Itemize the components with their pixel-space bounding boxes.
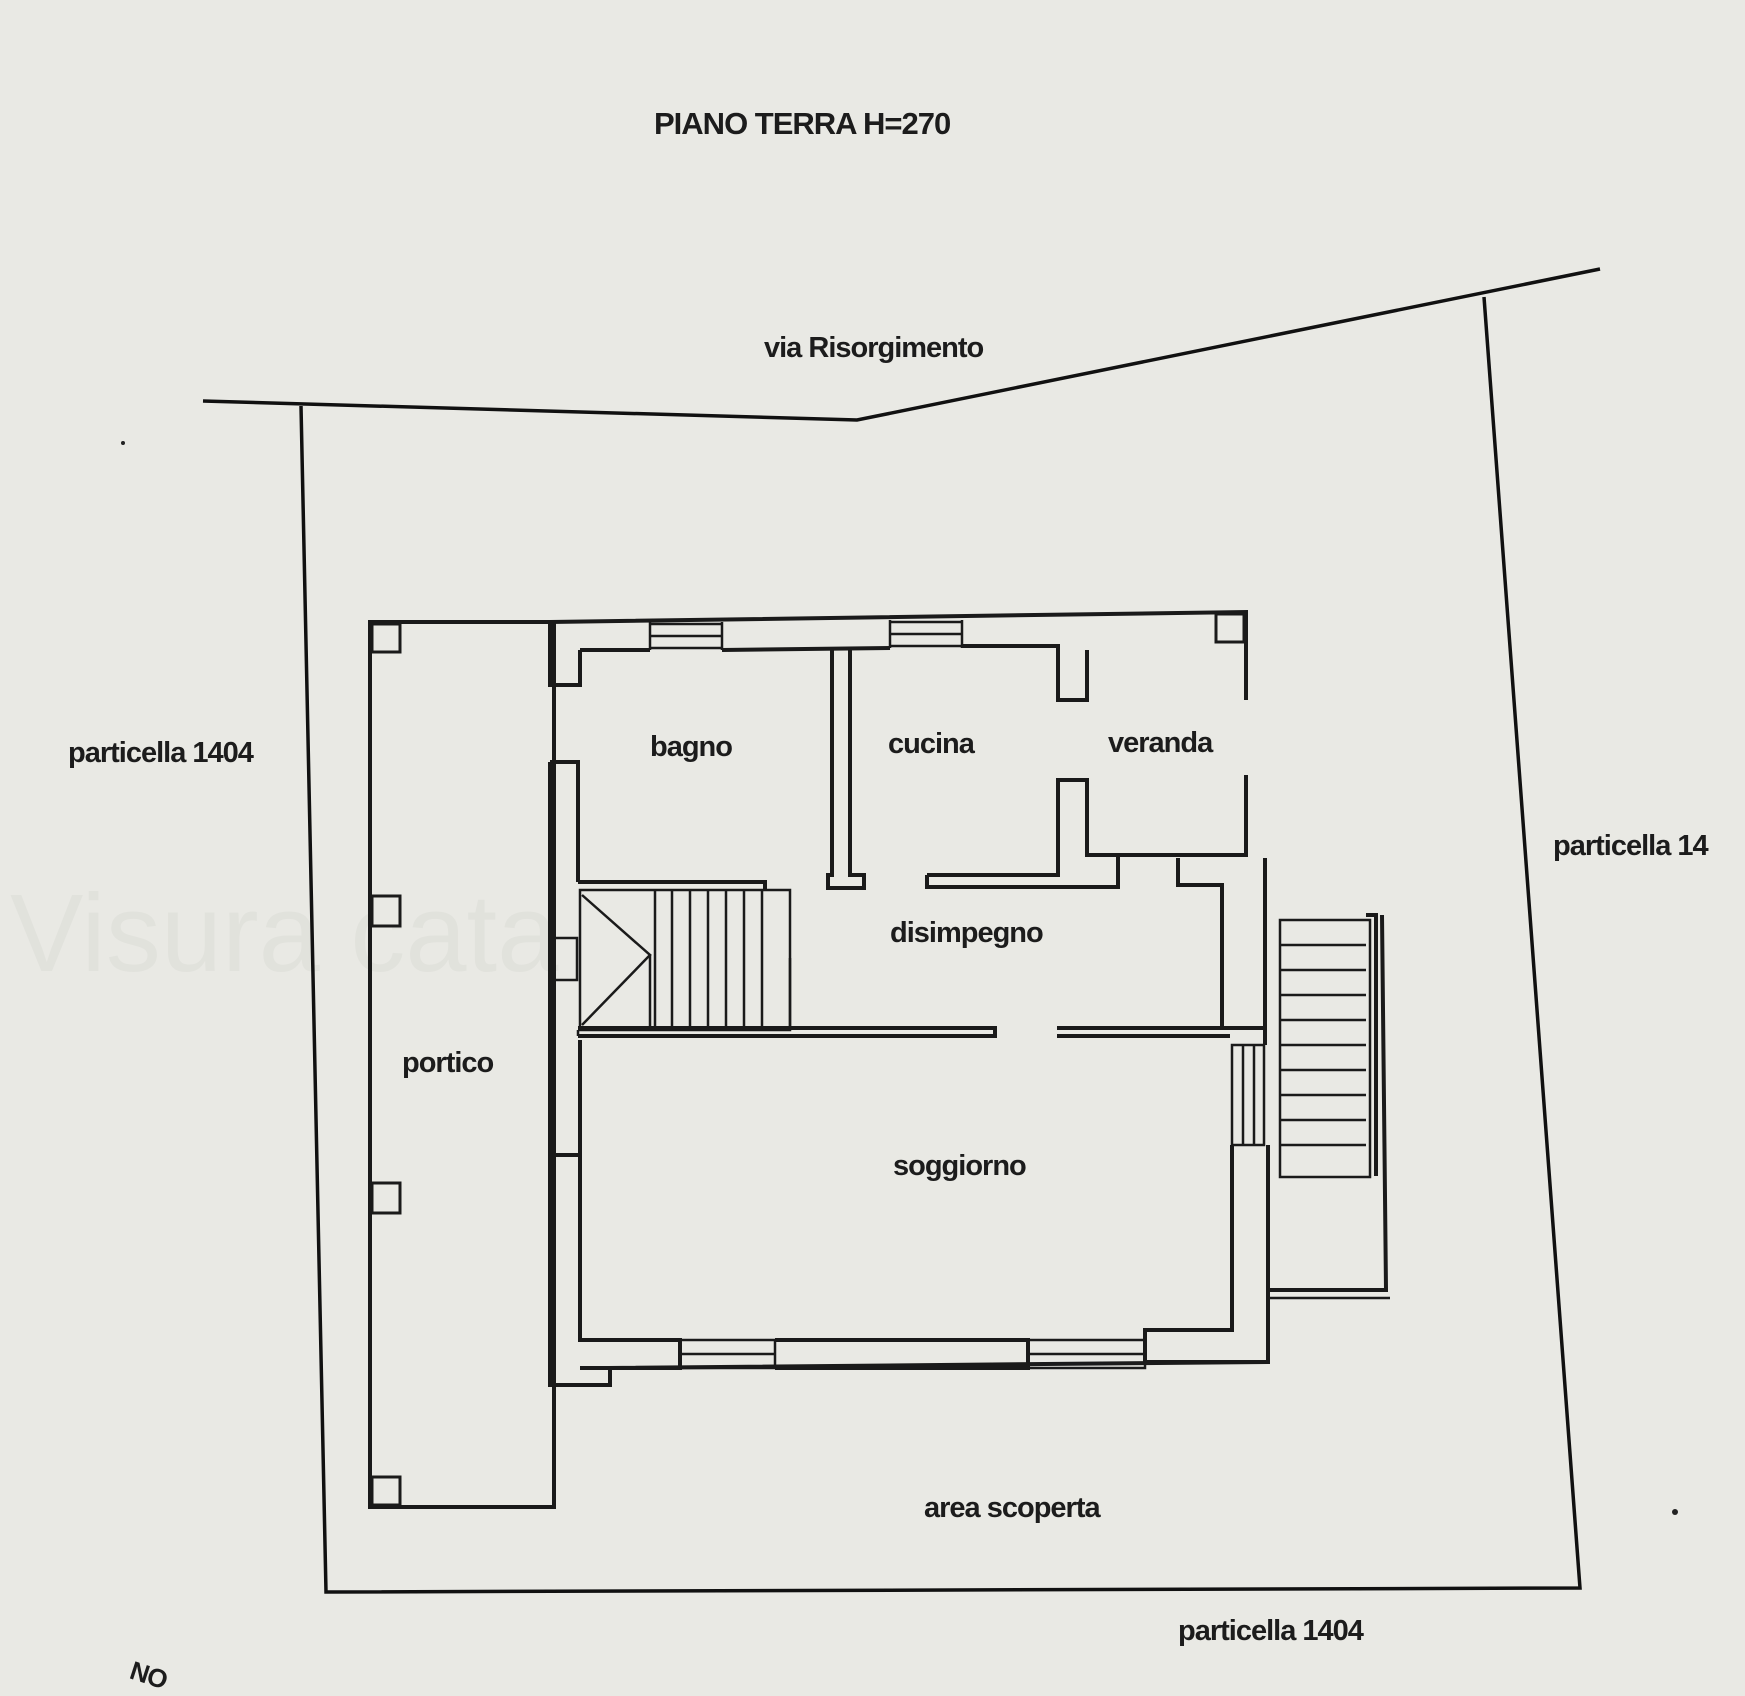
window-bottom-1 bbox=[678, 1338, 777, 1370]
neighbor-east-label: particella 14 bbox=[1553, 830, 1709, 862]
exterior-stairs bbox=[1270, 913, 1390, 1300]
house-walls bbox=[548, 609, 1270, 1387]
window-bottom-2 bbox=[1026, 1338, 1147, 1370]
watermark-text: Visura cata bbox=[10, 872, 559, 995]
interior-stairs bbox=[578, 888, 792, 1032]
open-area-label: area scoperta bbox=[924, 1492, 1101, 1524]
neighbor-west-label: particella 1404 bbox=[68, 737, 254, 769]
room-label-bagno: bagno bbox=[650, 731, 733, 763]
plan-title: PIANO TERRA H=270 bbox=[654, 106, 951, 141]
room-label-disimpegno: disimpegno bbox=[890, 917, 1044, 949]
room-label-soggiorno: soggiorno bbox=[893, 1150, 1027, 1182]
pillar bbox=[370, 1475, 402, 1507]
pillar bbox=[370, 894, 402, 928]
window-top-2 bbox=[888, 620, 964, 648]
portico-structure bbox=[368, 620, 556, 1509]
room-label-veranda: veranda bbox=[1108, 727, 1213, 759]
street-label: via Risorgimento bbox=[764, 332, 984, 364]
neighbor-south-label: particella 1404 bbox=[1178, 1615, 1364, 1647]
pillar bbox=[370, 622, 402, 654]
pillar bbox=[370, 1181, 402, 1215]
property-boundary bbox=[202, 267, 1601, 1594]
window-right bbox=[1230, 1043, 1266, 1147]
window-top-1 bbox=[648, 622, 724, 650]
room-label-cucina: cucina bbox=[888, 728, 975, 760]
pillar bbox=[1214, 612, 1246, 644]
room-label-portico: portico bbox=[402, 1047, 494, 1079]
